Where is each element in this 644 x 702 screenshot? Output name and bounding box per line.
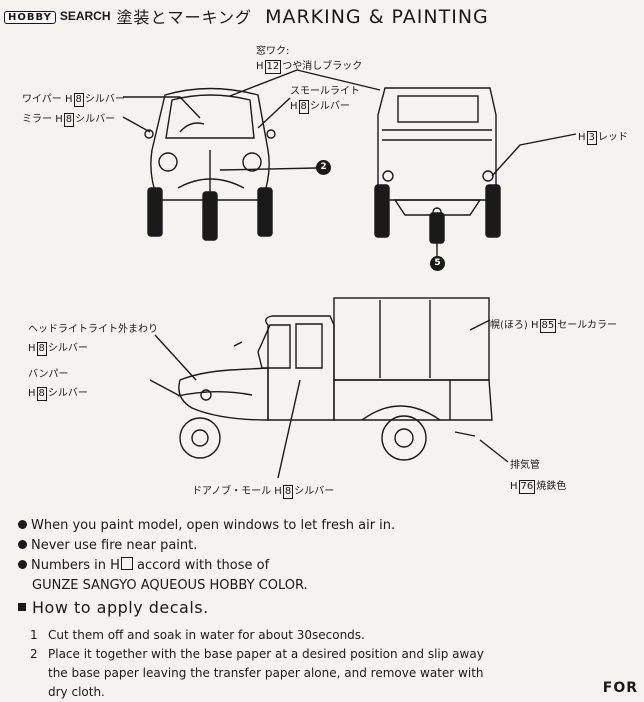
label-color: シルバー [294,486,335,497]
note-2: Never use fire near paint. [18,536,395,556]
title-jp: 塗装とマーキング [116,8,253,27]
label-prefix: H [578,132,586,143]
label-prefix: H [531,320,539,331]
hobby-search-logo: HOBBY [4,11,56,24]
label-prefix: H [256,61,264,72]
label-prefix: H [55,114,63,125]
label-code: 76 [518,480,536,494]
empty-code-box [120,557,133,570]
label-code: 8 [36,387,47,401]
label-color: シルバー [47,388,88,399]
label-code: 12 [264,60,282,74]
label-name: スモールライト [290,86,360,97]
logo-text: SEARCH [59,9,111,23]
label-code: 85 [539,319,557,333]
note-3: Numbers in H accord with those of [18,556,395,576]
label-code: 8 [63,113,75,127]
label-color: つや消しブラック [282,61,363,72]
front-view-drawing [144,87,276,241]
label-name: 窓ワク: [256,46,290,57]
label-prefix: H [290,101,298,112]
square-bullet-icon [18,603,26,611]
decal-steps: 1 Cut them off and soak in water for abou… [30,626,484,702]
label-name: 排気管 [510,460,540,471]
footer-for: FOR [602,680,638,696]
label-prefix: H [65,94,73,105]
side-view-drawing [177,297,493,461]
note-text: Numbers in H [31,558,120,573]
note-text: accord with those of [132,558,270,573]
label-name: ワイパー [22,94,62,105]
step-number: 1 [30,628,38,642]
label-code: 8 [36,342,47,356]
label-name: ドアノブ・モール [192,486,272,497]
label-color: セールカラー [557,320,617,331]
label-name: バンパー [28,369,69,380]
label-name: ミラー [22,114,52,125]
step-2: 2 Place it together with the base paper a… [30,645,484,664]
step-text: Cut them off and soak in water for about… [48,628,365,642]
step-number: 2 [30,647,38,661]
label-color: レッド [597,132,628,143]
label-code: 3 [586,131,597,145]
note-1: When you paint model, open windows to le… [18,516,395,536]
decals-heading: How to apply decals. [18,598,395,618]
label-prefix: H [274,486,282,497]
note-text: Never use fire near paint. [31,538,198,553]
note-text: When you paint model, open windows to le… [31,518,396,533]
label-prefix: H [28,343,36,354]
rear-view-drawing [374,87,501,244]
label-color: シルバー [47,343,88,354]
step-1: 1 Cut them off and soak in water for abou… [30,626,484,645]
step-2-line-3: dry cloth. [48,685,105,699]
label-color: シルバー [309,101,350,112]
step-text: Place it together with the base paper at… [48,647,484,661]
label-color: 焼鉄色 [536,481,567,492]
label-prefix: H [510,481,518,492]
label-prefix: H [28,388,36,399]
title-en: MARKING & PAINTING [265,6,489,28]
label-code: 8 [298,100,309,114]
callout-2: 2 [316,160,331,175]
label-name: ヘッドライトライト外まわり [28,324,158,335]
callout-5: 5 [430,256,445,271]
label-color: シルバー [84,94,125,105]
bullet-icon [18,520,27,529]
heading-text: How to apply decals. [32,598,209,617]
bullet-icon [18,560,27,569]
label-color: シルバー [75,114,116,125]
step-2-line-2: the base paper leaving the transfer pape… [48,666,484,680]
label-code: 8 [282,485,294,499]
label-name: 幌(ほろ) [490,320,528,331]
bullet-icon [18,540,27,549]
note-3-cont: GUNZE SANGYO AQUEOUS HOBBY COLOR. [32,578,308,593]
notes-section: When you paint model, open windows to le… [18,516,395,618]
label-code: 8 [73,93,84,107]
